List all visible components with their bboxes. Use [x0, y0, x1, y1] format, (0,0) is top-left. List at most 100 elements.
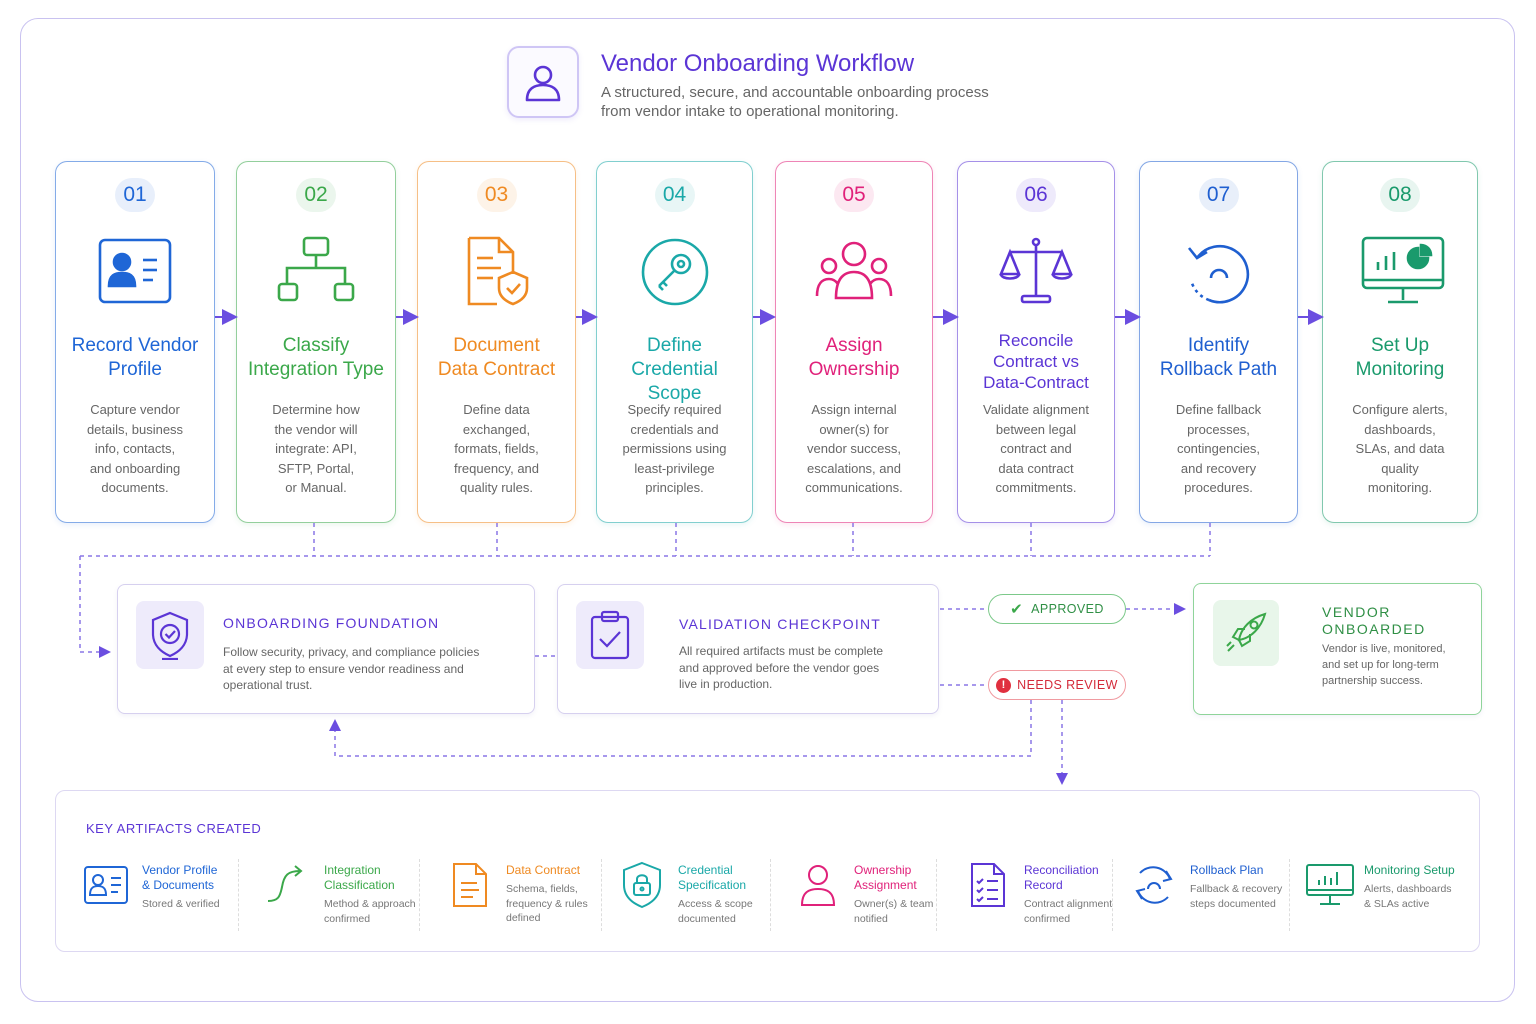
step-number: 06	[1016, 178, 1056, 212]
step-number: 02	[296, 178, 336, 212]
artifact-icon	[1304, 861, 1354, 909]
artifact-icon	[82, 861, 130, 909]
step-card-04: 04 Define Credential Scope Specify requi…	[596, 161, 753, 523]
step-title: Record Vendor Profile	[71, 335, 199, 380]
page-title: Vendor Onboarding Workflow	[601, 50, 915, 77]
artifact-icon	[264, 861, 312, 909]
shield-check-icon	[136, 601, 204, 669]
step-card-08: 08 Set Up Monitoring Configure alerts,da…	[1322, 161, 1478, 523]
artifact-icon	[794, 861, 842, 909]
vendor-onboarded-box: VENDOR ONBOARDED Vendor is live, monitor…	[1193, 583, 1482, 715]
artifact-title: Data Contract	[506, 863, 581, 877]
artifact-item: Vendor Profile& Documents Stored & verif…	[82, 853, 252, 933]
step-number: 08	[1380, 178, 1420, 212]
step-title: Identify Rollback Path	[1159, 335, 1278, 380]
step-title: Set Up Monitoring	[1355, 335, 1445, 380]
foundation-text: Follow security, privacy, and compliance…	[223, 645, 480, 692]
checkpoint-text: All required artifacts must be complete …	[679, 644, 884, 691]
onboarded-title: VENDOR ONBOARDED	[1322, 604, 1426, 637]
check-icon: ✔	[1010, 601, 1024, 618]
step-number: 07	[1198, 178, 1239, 212]
clipboard-check-icon	[576, 601, 644, 669]
foundation-title: ONBOARDING FOUNDATION	[223, 615, 440, 631]
needs-review-badge: ! NEEDS REVIEW	[988, 670, 1126, 700]
artifact-divider	[238, 859, 239, 931]
artifact-divider	[936, 859, 937, 931]
onboarding-foundation-box: ONBOARDING FOUNDATION Follow security, p…	[117, 584, 535, 714]
step-number: 03	[476, 178, 517, 212]
step-title: Define Credential Scope	[631, 335, 718, 404]
validation-checkpoint-box: VALIDATION CHECKPOINT All required artif…	[557, 584, 939, 714]
alert-icon: !	[996, 677, 1012, 693]
artifact-item: Data Contract Schema, fields,frequency &…	[446, 853, 616, 933]
artifact-description: Alerts, dashboards& SLAs active	[1364, 883, 1452, 910]
hierarchy-icon	[276, 234, 356, 310]
step-title: Assign Ownership	[808, 335, 900, 380]
document-shield-icon	[457, 234, 537, 310]
step-description: Configure alerts,dashboards,SLAs, and da…	[1352, 402, 1448, 495]
people-icon	[814, 234, 894, 310]
artifacts-heading: KEY ARTIFACTS CREATED	[86, 821, 262, 836]
artifact-divider	[1289, 859, 1290, 931]
step-card-02: 02 Classify Integration Type Determine h…	[236, 161, 396, 523]
key-artifacts-panel: KEY ARTIFACTS CREATED Vendor Profile& Do…	[55, 790, 1480, 952]
onboarded-text: Vendor is live, monitored, and set up fo…	[1322, 643, 1446, 687]
step-card-07: 07 Identify Rollback Path Define fallbac…	[1139, 161, 1298, 523]
artifact-icon	[446, 861, 494, 909]
artifact-item: Monitoring Setup Alerts, dashboards& SLA…	[1304, 853, 1474, 933]
step-number: 05	[834, 178, 874, 212]
artifact-title: Rollback Plan	[1190, 863, 1264, 877]
step-title: Classify Integration Type	[248, 335, 384, 380]
artifact-icon	[1130, 861, 1178, 909]
step-number: 04	[654, 178, 695, 212]
page-frame	[20, 18, 1515, 1002]
user-icon	[507, 46, 579, 118]
artifact-divider	[419, 859, 420, 931]
artifact-icon	[964, 861, 1012, 909]
artifact-title: Vendor Profile& Documents	[142, 863, 218, 892]
scales-icon	[996, 234, 1076, 310]
key-icon	[635, 234, 715, 310]
page-subtitle: A structured, secure, and accountable on…	[601, 84, 989, 120]
id-card-icon	[95, 234, 175, 310]
artifact-description: Stored & verified	[142, 898, 220, 910]
step-title: Document Data Contract	[437, 335, 556, 380]
step-card-06: 06 Reconcile Contract vs Data-Contract V…	[957, 161, 1115, 523]
artifact-divider	[1112, 859, 1113, 931]
artifact-divider	[770, 859, 771, 931]
step-title: Reconcile Contract vs Data-Contract	[983, 331, 1089, 392]
checkpoint-title: VALIDATION CHECKPOINT	[679, 616, 882, 632]
step-number: 01	[115, 178, 155, 212]
rollback-icon	[1179, 234, 1259, 310]
monitor-icon	[1360, 234, 1445, 310]
rocket-icon	[1213, 600, 1279, 666]
artifact-divider	[601, 859, 602, 931]
approved-badge: ✔ APPROVED	[988, 594, 1126, 624]
artifact-icon	[618, 861, 666, 909]
